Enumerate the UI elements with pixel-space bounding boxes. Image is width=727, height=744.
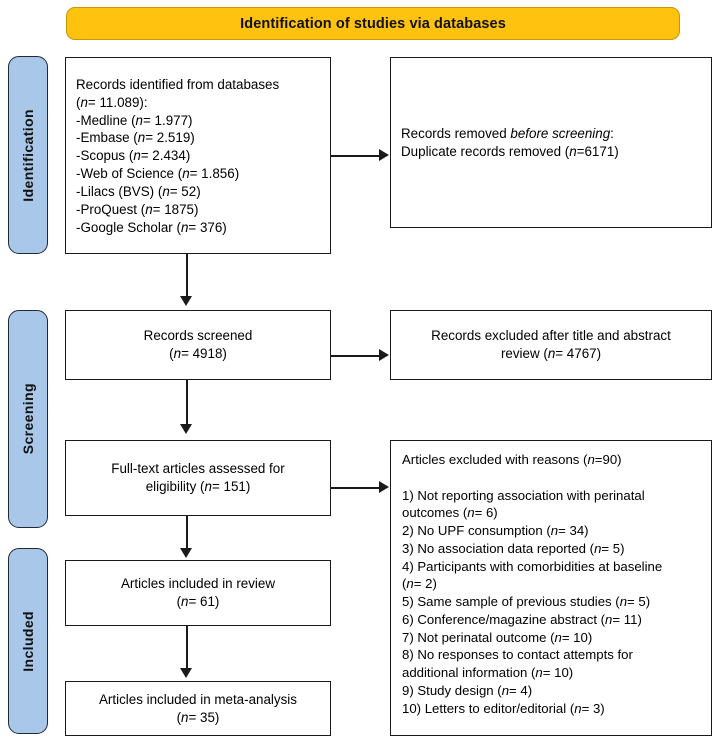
box-records-screened-text: Records screened (n= 4918) [143,328,253,361]
connector-review-to-meta [186,626,188,670]
arrow-fulltext-to-excluded [379,481,389,493]
box-records-identified: Records identified from databases (n= 11… [65,57,331,254]
box-fulltext-assessed-text: Full-text articles assessed for eligibil… [111,461,285,494]
arrow-identified-to-screened [180,296,192,306]
stage-label-screening-text: Screening [20,383,36,455]
records-removed-line2: Duplicate records removed (n=6171) [401,143,619,159]
stage-label-identification-text: Identification [20,108,36,202]
records-removed-pre: Records removed [401,125,511,141]
box-articles-excluded-reasons-text: Articles excluded with reasons (n=90) 1)… [402,452,663,716]
records-removed-italic: before screening [510,125,611,141]
box-records-excluded-text: Records excluded after title and abstrac… [431,328,671,361]
box-records-screened: Records screened (n= 4918) [65,310,331,380]
stage-label-screening: Screening [8,310,48,528]
arrow-screened-to-excluded [379,349,389,361]
box-included-meta: Articles included in meta-analysis (n= 3… [65,681,331,736]
arrow-fulltext-to-review [180,548,192,558]
arrow-review-to-meta [180,668,192,678]
box-records-removed-text: Records removed before screening: Duplica… [401,125,701,161]
records-removed-post: : [610,125,614,141]
stage-label-identification: Identification [8,56,48,254]
box-records-removed: Records removed before screening: Duplica… [390,57,712,228]
arrow-screened-to-fulltext [180,424,192,434]
box-records-identified-text: Records identified from databases (n= 11… [76,77,280,235]
connector-screened-to-excluded [331,355,380,357]
box-included-meta-text: Articles included in meta-analysis (n= 3… [99,691,297,725]
identification-banner: Identification of studies via databases [66,7,680,40]
box-included-review-text: Articles included in review (n= 61) [120,576,276,609]
arrow-identified-to-removed [379,149,389,161]
banner-title: Identification of studies via databases [240,15,506,32]
connector-identified-to-screened [186,254,188,298]
connector-identified-to-removed [331,155,380,157]
stage-label-included-text: Included [20,610,36,672]
connector-screened-to-fulltext [186,380,188,426]
connector-fulltext-to-review [186,516,188,550]
box-included-review: Articles included in review (n= 61) [65,560,331,626]
box-fulltext-assessed: Full-text articles assessed for eligibil… [65,440,331,516]
box-records-excluded: Records excluded after title and abstrac… [390,310,712,380]
stage-label-included: Included [8,548,48,734]
connector-fulltext-to-excluded [331,487,380,489]
box-articles-excluded-reasons: Articles excluded with reasons (n=90) 1)… [390,440,712,736]
